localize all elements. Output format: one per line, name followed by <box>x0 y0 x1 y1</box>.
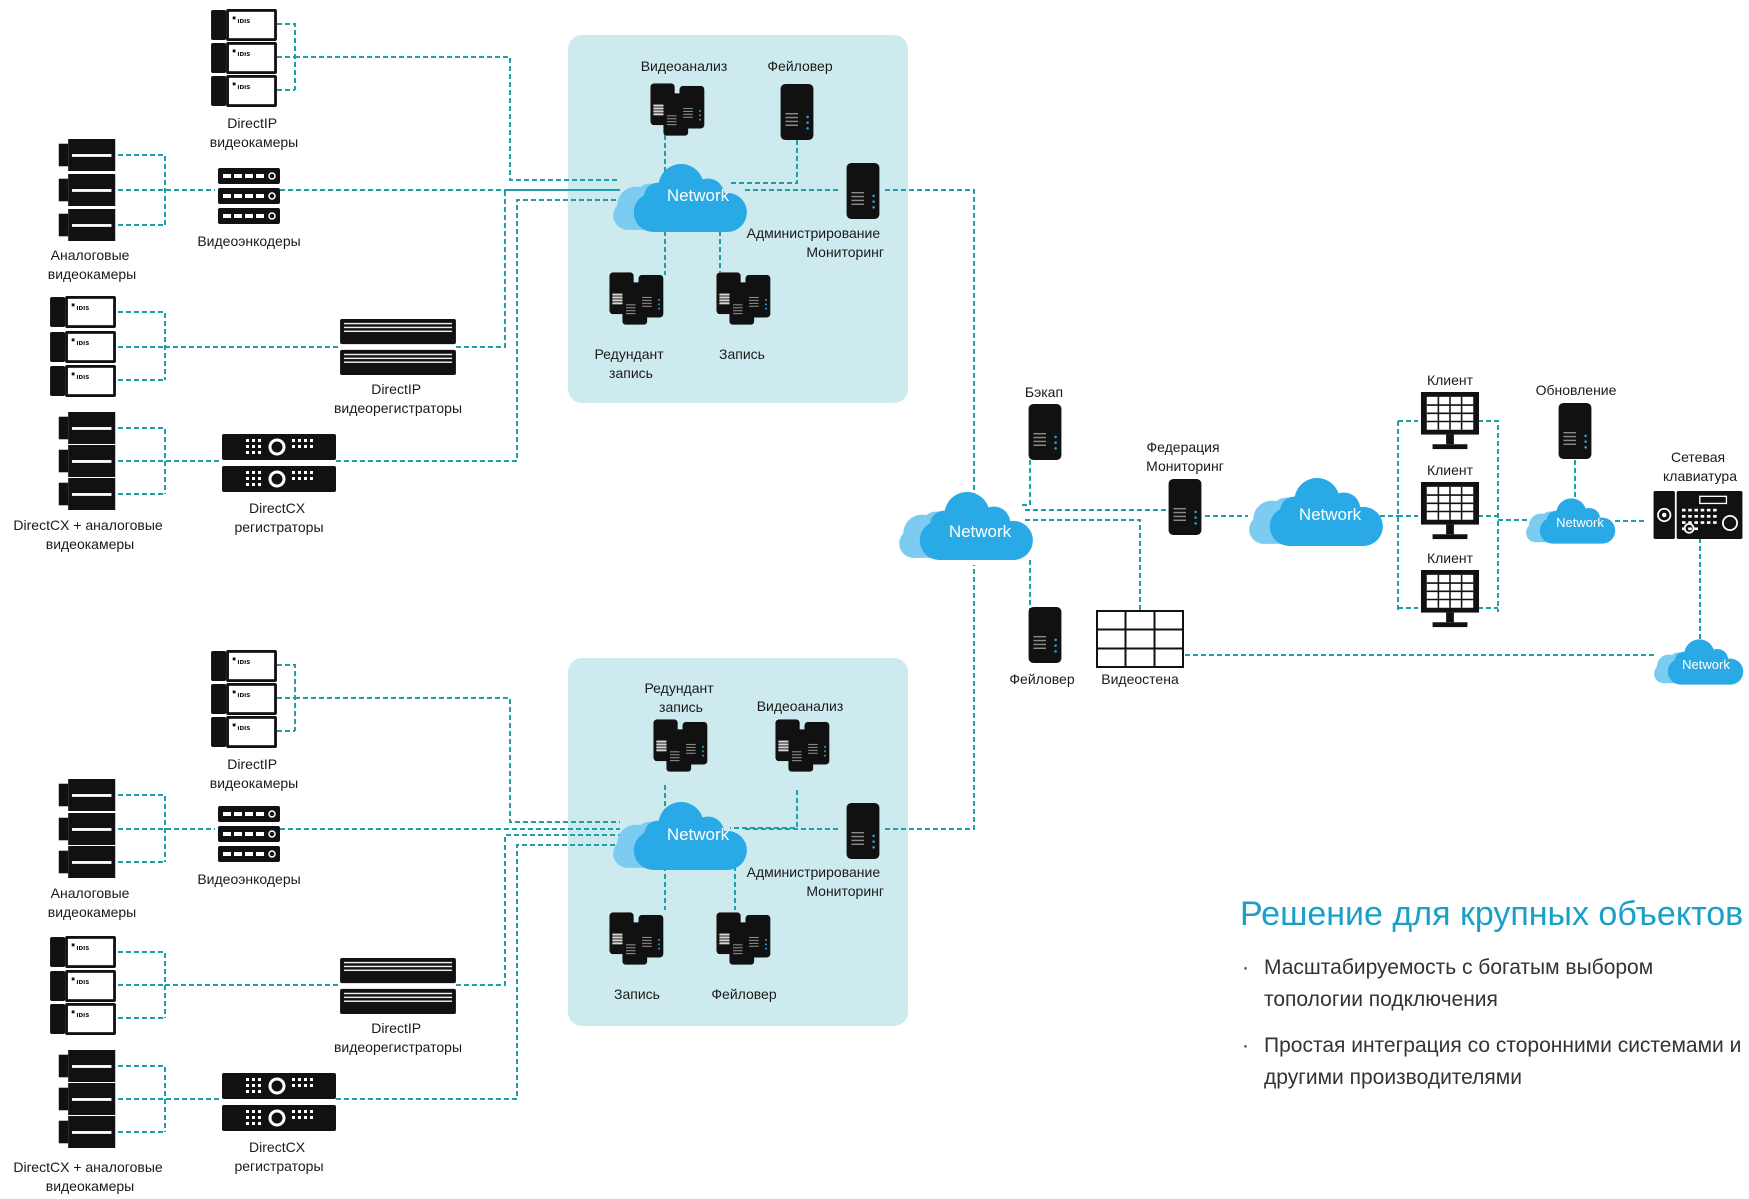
bottom-encoders-label: Видеоэнкодеры <box>197 871 300 887</box>
keyboard-label: Сетевая клавиатура <box>1663 449 1737 484</box>
nvr-icon <box>340 958 456 1014</box>
bottom-recording-label: Запись <box>614 986 660 1002</box>
list-item: ·Масштабируемость с богатым выбором топо… <box>1242 956 1654 1011</box>
server-icon <box>1028 607 1062 663</box>
backup-label: Бэкап <box>1025 384 1063 400</box>
ipcam-icon <box>211 42 277 74</box>
top-directcx-dvr-label: DirectCX регистраторы <box>234 500 323 535</box>
analog-camera-icon <box>58 779 116 811</box>
ipcam-icon <box>211 9 277 41</box>
analog-camera-icon <box>58 139 116 171</box>
ipcam-icon <box>50 365 116 397</box>
bottom-admin-label: Администрирование Мониторинг <box>747 864 884 899</box>
top-recording-label: Запись <box>719 346 765 362</box>
encoder-icon <box>218 806 280 862</box>
small-network-label: Network <box>1556 515 1604 530</box>
analog-camera-icon <box>58 174 116 206</box>
top-directip-nvr-label: DirectIP видеорегистраторы <box>334 381 462 416</box>
server-icon <box>1558 403 1592 459</box>
server-icon <box>846 803 880 859</box>
ipcam-icon <box>50 936 116 968</box>
monitor-icon <box>1420 570 1480 628</box>
client-label: Клиент <box>1427 462 1474 478</box>
analog-camera-icon <box>58 1116 116 1148</box>
top-network-label: Network <box>667 186 730 205</box>
server-icon <box>780 84 814 140</box>
bottom-directcx-dvr-label: DirectCX регистраторы <box>234 1139 323 1174</box>
bottom-failover-label: Фейловер <box>711 986 776 1002</box>
videowall-icon <box>1096 610 1184 668</box>
dvr-icon <box>222 434 336 494</box>
solution-title: Решение для крупных объектов <box>1240 895 1744 933</box>
ipcam-icon <box>50 1003 116 1035</box>
bottom-network-label: Network <box>667 825 730 844</box>
client-label: Клиент <box>1427 550 1474 566</box>
bottom-analog-cameras-label: Аналоговые видеокамеры <box>48 885 136 920</box>
analog-camera-icon <box>58 445 116 477</box>
center-failover-label: Фейловер <box>1009 671 1074 687</box>
ipcam-icon <box>50 296 116 328</box>
connection-lines <box>118 23 1701 1133</box>
bottom-directip-cameras-label: DirectIP видеокамеры <box>210 756 298 791</box>
analog-camera-icon <box>58 813 116 845</box>
top-encoders-label: Видеоэнкодеры <box>197 233 300 249</box>
ipcam-icon <box>211 683 277 715</box>
ipcam-icon <box>50 970 116 1002</box>
right-network-label: Network <box>1299 505 1362 524</box>
top-directip-cameras-label: DirectIP видеокамеры <box>210 115 298 150</box>
analog-camera-icon <box>58 209 116 241</box>
nvr-icon <box>340 319 456 375</box>
top-analytics-label: Видеоанализ <box>641 58 728 74</box>
ipcam-icon <box>211 716 277 748</box>
bottom-analytics-label: Видеоанализ <box>757 698 844 714</box>
top-analog-cameras-label: Аналоговые видеокамеры <box>48 247 136 282</box>
top-directcx-cameras-label: DirectCX + аналоговые видеокамеры <box>13 517 166 552</box>
top-redundant-label: Редундант запись <box>594 346 667 381</box>
videowall-label: Видеостена <box>1101 671 1179 687</box>
list-item: ·Простая интеграция со сторонними систем… <box>1242 1034 1742 1089</box>
monitor-icon <box>1420 482 1480 540</box>
keyboard-icon <box>1652 491 1744 539</box>
center-network-label: Network <box>949 522 1012 541</box>
update-label: Обновление <box>1536 382 1617 398</box>
analog-camera-icon <box>58 478 116 510</box>
server-icon <box>1028 404 1062 460</box>
bottom-directcx-cameras-label: DirectCX + аналоговые видеокамеры <box>13 1159 166 1194</box>
analog-camera-icon <box>58 846 116 878</box>
solution-list: ·Масштабируемость с богатым выбором топо… <box>1240 952 1745 1108</box>
federation-label: Федерация Мониторинг <box>1146 439 1224 474</box>
server-icon <box>846 163 880 219</box>
top-failover-label: Фейловер <box>767 58 832 74</box>
bottom-right-network-label: Network <box>1682 657 1730 672</box>
ipcam-icon <box>211 650 277 682</box>
bottom-redundant-label: Редундант запись <box>644 680 717 715</box>
analog-camera-icon <box>58 1083 116 1115</box>
ipcam-icon <box>211 75 277 107</box>
monitor-icon <box>1420 392 1480 450</box>
analog-camera-icon <box>58 1050 116 1082</box>
analog-camera-icon <box>58 412 116 444</box>
dvr-icon <box>222 1073 336 1133</box>
encoder-icon <box>218 168 280 224</box>
bottom-directip-nvr-label: DirectIP видеорегистраторы <box>334 1020 462 1055</box>
server-icon <box>1168 479 1202 535</box>
ipcam-icon <box>50 331 116 363</box>
client-label: Клиент <box>1427 372 1474 388</box>
top-admin-label: Администрирование Мониторинг <box>747 225 884 260</box>
